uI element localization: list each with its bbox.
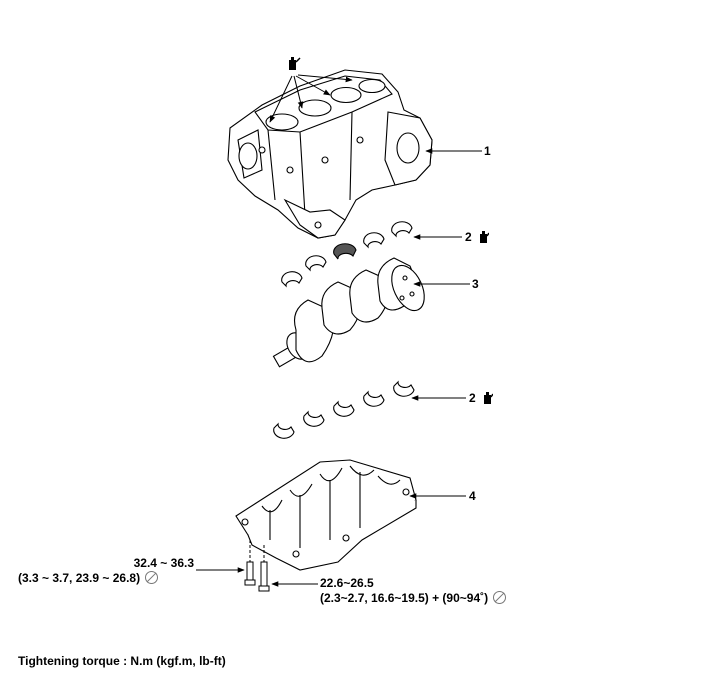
cylinder-block (227, 69, 433, 239)
oil-can-icon (480, 231, 490, 243)
callout-4: 4 (469, 489, 476, 503)
main-bearing-bolts (244, 561, 270, 592)
torque-spec-left-detail: (3.3 ~ 3.7, 23.9 ~ 26.8) (18, 571, 159, 586)
torque-right-units: (2.3~2.7, 16.6~19.5) + (90~94˚) (320, 591, 489, 605)
torque-left-units: (3.3 ~ 3.7, 23.9 ~ 26.8) (18, 571, 141, 585)
torque-right-detail: (2.3~2.7, 16.6~19.5) + (90~94˚) (320, 591, 507, 606)
callout-2-upper: 2 (465, 230, 490, 244)
torque-spec-right: 22.6~26.5 (2.3~2.7, 16.6~19.5) + (90~94˚… (320, 576, 507, 606)
oil-apply-arrows (269, 74, 353, 123)
torque-right-value: 22.6~26.5 (320, 576, 374, 590)
lower-main-bearings (273, 380, 415, 439)
oil-can-icon (484, 392, 494, 404)
bolt-guides (249, 540, 265, 562)
callout-2-lower-label: 2 (469, 391, 476, 405)
oil-can-icon (289, 57, 301, 70)
callout-1: 1 (484, 144, 491, 158)
lower-crankcase (235, 459, 417, 571)
callout-2-upper-label: 2 (465, 230, 472, 244)
callout-2-lower: 2 (469, 391, 494, 405)
torque-left-value: 32.4 ~ 36.3 (133, 556, 194, 570)
tightening-torque-note: Tightening torque : N.m (kgf.m, lb-ft) (18, 654, 226, 668)
callout-3: 3 (472, 277, 479, 291)
crankshaft (272, 257, 425, 368)
torque-spec-left: 32.4 ~ 36.3 (58, 556, 194, 571)
leader-lines (196, 148, 482, 587)
no-reuse-icon (145, 571, 159, 584)
no-reuse-icon (493, 591, 507, 604)
upper-main-bearings (281, 221, 413, 288)
